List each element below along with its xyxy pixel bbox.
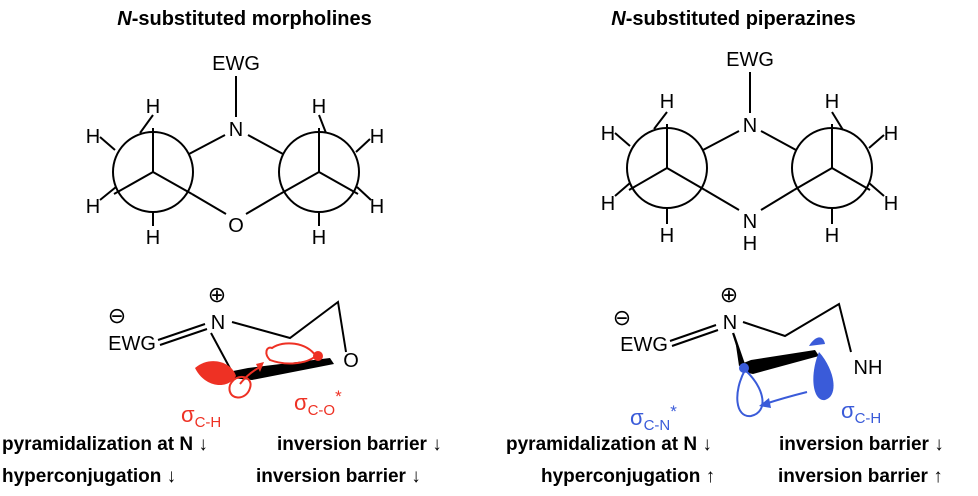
piperazine-title: N-substituted piperazines — [611, 8, 856, 30]
sigma-ch-label: σC-H — [841, 398, 881, 427]
morpholine-title: N-substituted morpholines — [117, 8, 372, 30]
sigma-cn-star-label: σC-N* — [630, 402, 677, 434]
h-label: H — [884, 193, 898, 215]
lower-ewg-label: EWG — [620, 334, 668, 356]
piperazine-panel: N-substituted piperazines — [489, 0, 978, 496]
sigma-co-star-label: σC-O* — [294, 387, 342, 419]
pyramidalization-stat: pyramidalization at N ↓ — [506, 434, 712, 455]
hyperconjugation-stat: hyperconjugation ↓ — [2, 466, 177, 487]
inversion-barrier-stat: inversion barrier ↑ — [778, 466, 943, 487]
pyramidalization-stat: pyramidalization at N ↓ — [2, 434, 208, 455]
h-label: H — [743, 233, 757, 255]
hyperconjugation-stat: hyperconjugation ↑ — [541, 466, 716, 487]
ring-bonds — [188, 76, 284, 215]
h-label: H — [370, 196, 384, 218]
inversion-barrier-stat: inversion barrier ↓ — [277, 434, 442, 455]
ewg-label: EWG — [212, 53, 260, 75]
sigma-ch-label: σC-H — [181, 402, 221, 431]
newman-projection-right — [791, 111, 885, 224]
lower-ewg-label: EWG — [108, 333, 156, 355]
atom-n: N — [743, 115, 757, 137]
newman-projection-right — [278, 114, 372, 226]
lower-conformer-right: ⊖ ⊕ EWG N NH σC-N* σC-H — [613, 282, 883, 434]
atom-n: N — [229, 119, 243, 141]
piperazine-diagram: EWG N N H H H H H H H H H ⊖ ⊕ EWG N NH — [601, 49, 898, 434]
minus-charge: ⊖ — [613, 305, 631, 330]
newman-projection-left — [99, 114, 194, 226]
atom-o: O — [228, 215, 244, 237]
h-label: H — [146, 96, 160, 118]
minus-charge: ⊖ — [108, 303, 126, 328]
inversion-barrier-stat: inversion barrier ↓ — [256, 466, 421, 487]
h-label: H — [86, 126, 100, 148]
morpholine-panel: N-substituted morpholines — [2, 8, 442, 487]
h-label: H — [884, 123, 898, 145]
h-label: H — [146, 227, 160, 249]
h-label: H — [825, 225, 839, 247]
lower-atom-n: N — [211, 312, 225, 334]
inversion-barrier-stat: inversion barrier ↓ — [779, 434, 944, 455]
atom-nh-n: N — [743, 211, 757, 233]
lower-atom-o: O — [343, 350, 359, 372]
lower-atom-nh: NH — [854, 357, 883, 379]
h-label: H — [370, 126, 384, 148]
h-label: H — [660, 225, 674, 247]
h-label: H — [601, 193, 615, 215]
lower-conformer-left: ⊖ ⊕ EWG N O σC-H σC-O* — [108, 282, 359, 431]
h-label: H — [660, 91, 674, 113]
h-label: H — [312, 96, 326, 118]
plus-charge: ⊕ — [208, 282, 226, 307]
h-label: H — [825, 91, 839, 113]
h-label: H — [312, 227, 326, 249]
h-label: H — [601, 123, 615, 145]
ring-bonds — [702, 72, 797, 211]
ewg-label: EWG — [726, 49, 774, 71]
lower-atom-n: N — [723, 312, 737, 334]
morpholine-diagram: EWG N O H H H H H H H H ⊖ ⊕ EWG N O — [86, 53, 384, 431]
h-label: H — [86, 196, 100, 218]
newman-projection-left — [614, 111, 708, 224]
plus-charge: ⊕ — [720, 282, 738, 307]
